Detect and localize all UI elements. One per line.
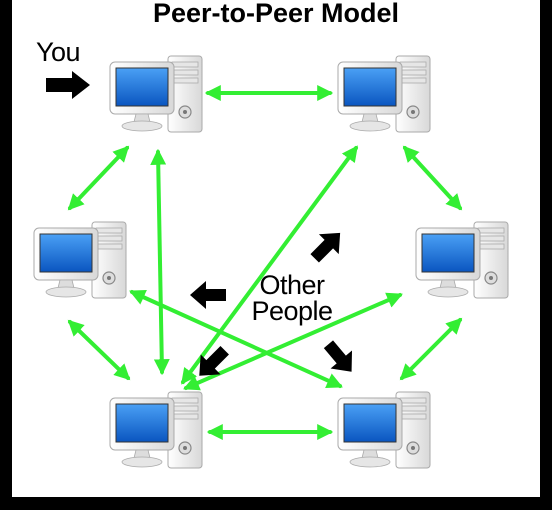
you-label: You	[36, 37, 80, 67]
pointer-up-right-arrow-icon	[310, 232, 341, 263]
link-middleright-bottomright	[399, 317, 463, 381]
connection-links	[67, 85, 463, 440]
pointer-left-arrow-icon	[190, 281, 226, 309]
link-middleleft-bottomleft	[67, 319, 131, 381]
link-topright-middleright	[402, 145, 463, 211]
other-people-label-line2: People	[251, 296, 332, 326]
other-people-label-line1: Other	[259, 270, 325, 300]
diagram-title: Peer-to-Peer Model	[153, 0, 399, 28]
you-pointer-arrow-icon	[46, 71, 90, 99]
pointer-down-right-arrow-icon	[323, 340, 353, 372]
other-people-pointers	[190, 232, 353, 376]
link-you-middleleft	[67, 145, 130, 211]
pointer-down-left-arrow-icon	[199, 346, 229, 376]
link-middleright-bottomleft	[183, 292, 403, 391]
